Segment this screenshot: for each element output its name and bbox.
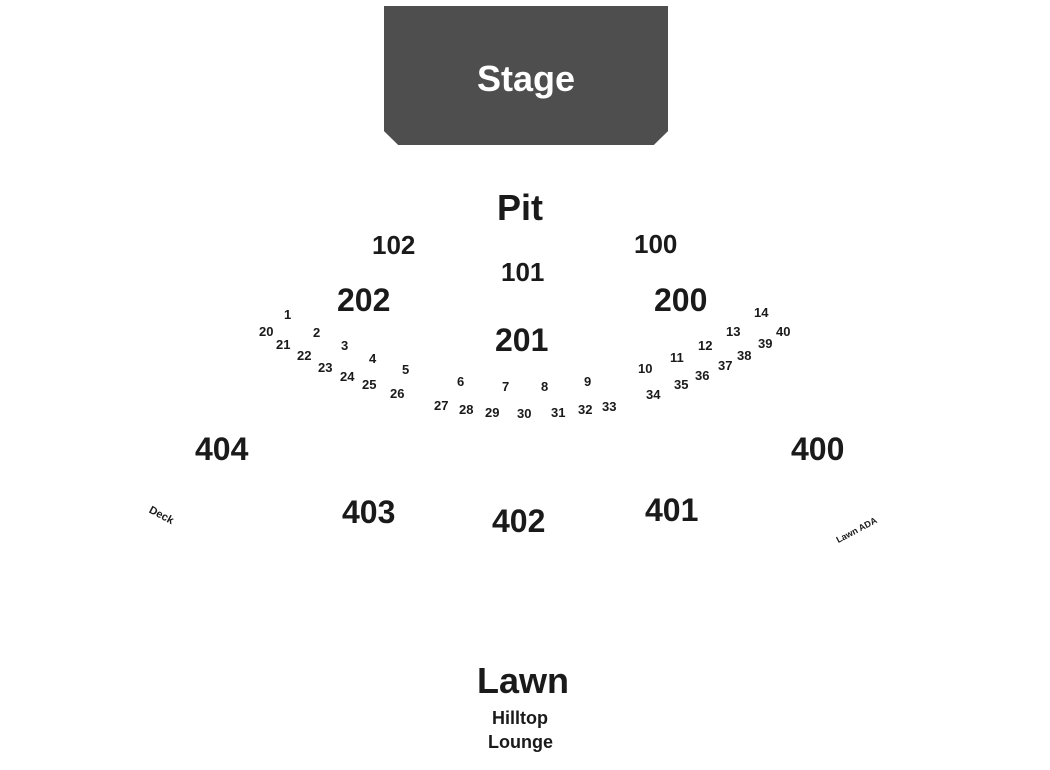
- box-5[interactable]: 5: [402, 362, 410, 377]
- box-9[interactable]: 9: [584, 374, 592, 389]
- hilltop-lounge-label-line1[interactable]: Hilltop: [492, 708, 548, 728]
- box-34[interactable]: 34: [646, 387, 661, 402]
- box-24[interactable]: 24: [340, 369, 355, 384]
- box-37[interactable]: 37: [718, 358, 733, 373]
- section-102[interactable]: 102: [372, 230, 416, 260]
- box-2[interactable]: 2: [313, 325, 321, 340]
- box-26[interactable]: 26: [390, 386, 405, 401]
- section-100[interactable]: 100: [634, 229, 678, 259]
- box-38[interactable]: 38: [737, 348, 752, 363]
- box-1[interactable]: 1: [284, 307, 292, 322]
- box-7[interactable]: 7: [502, 379, 510, 394]
- section-202[interactable]: 202: [337, 282, 391, 318]
- box-28[interactable]: 28: [459, 402, 474, 417]
- section-404[interactable]: 404: [195, 431, 249, 467]
- box-20[interactable]: 20: [259, 324, 274, 339]
- box-36[interactable]: 36: [695, 368, 710, 383]
- hilltop-lounge-label-line2[interactable]: Lounge: [488, 732, 553, 752]
- box-40[interactable]: 40: [776, 324, 791, 339]
- box-14[interactable]: 14: [754, 305, 769, 320]
- section-400[interactable]: 400: [791, 431, 845, 467]
- section-200[interactable]: 200: [654, 282, 708, 318]
- box-6[interactable]: 6: [457, 374, 465, 389]
- stage: Stage: [384, 6, 668, 145]
- box-35[interactable]: 35: [674, 377, 689, 392]
- section-201[interactable]: 201: [495, 322, 549, 358]
- box-21[interactable]: 21: [276, 337, 291, 352]
- box-31[interactable]: 31: [551, 405, 566, 420]
- section-402[interactable]: 402: [492, 503, 546, 539]
- box-3[interactable]: 3: [341, 338, 349, 353]
- pit-label[interactable]: Pit: [497, 187, 544, 228]
- box-23[interactable]: 23: [318, 360, 333, 375]
- section-401[interactable]: 401: [645, 492, 699, 528]
- box-22[interactable]: 22: [297, 348, 312, 363]
- box-29[interactable]: 29: [485, 405, 500, 420]
- box-32[interactable]: 32: [578, 402, 593, 417]
- lawn-label[interactable]: Lawn: [477, 660, 570, 701]
- box-8[interactable]: 8: [541, 379, 549, 394]
- box-13[interactable]: 13: [726, 324, 741, 339]
- lawn-ada-label[interactable]: Lawn ADA: [834, 515, 879, 545]
- box-25[interactable]: 25: [362, 377, 377, 392]
- box-30[interactable]: 30: [517, 406, 532, 421]
- box-4[interactable]: 4: [369, 351, 377, 366]
- box-39[interactable]: 39: [758, 336, 773, 351]
- box-12[interactable]: 12: [698, 338, 713, 353]
- box-27[interactable]: 27: [434, 398, 449, 413]
- box-33[interactable]: 33: [602, 399, 617, 414]
- section-101[interactable]: 101: [501, 257, 545, 287]
- deck-label[interactable]: Deck: [146, 504, 176, 528]
- stage-label: Stage: [476, 58, 576, 99]
- box-10[interactable]: 10: [638, 361, 653, 376]
- section-403[interactable]: 403: [342, 494, 396, 530]
- box-11[interactable]: 11: [670, 350, 684, 365]
